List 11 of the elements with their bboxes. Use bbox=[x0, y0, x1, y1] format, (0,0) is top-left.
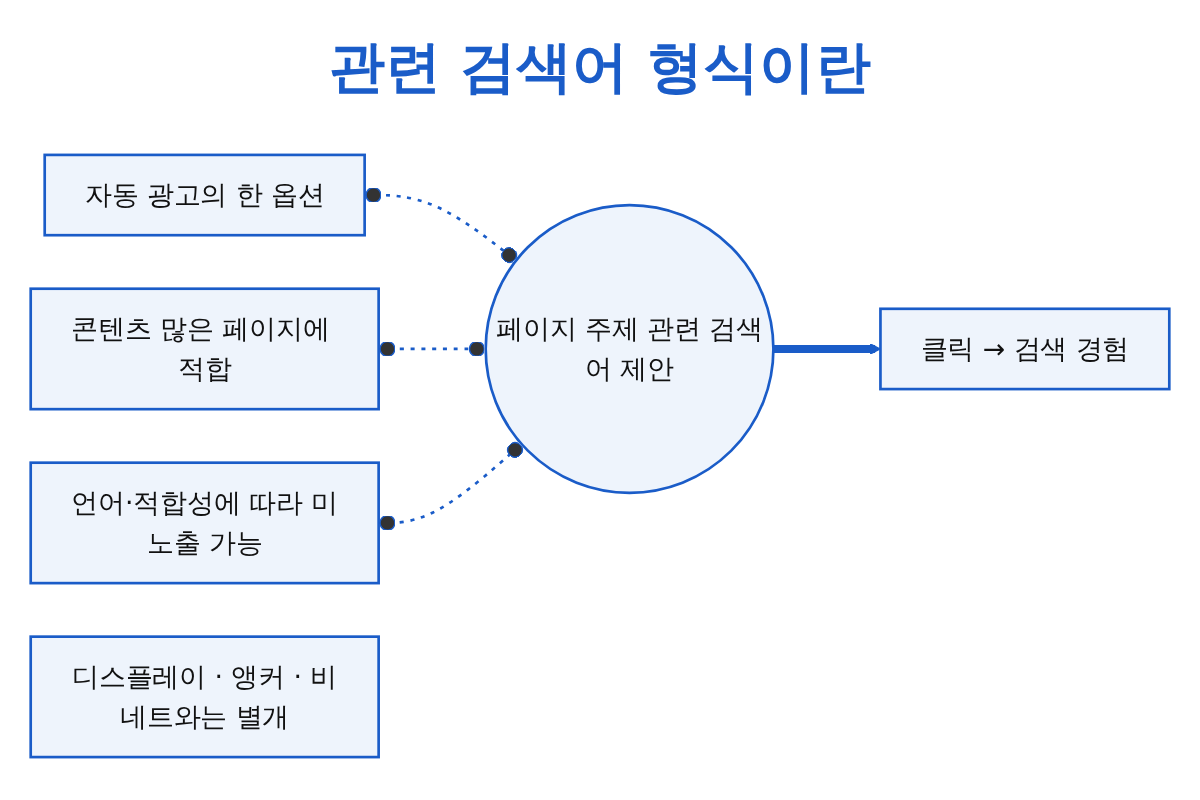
connector bbox=[378, 441, 524, 531]
node-box: 언어·적합성에 따라 미노출 가능 bbox=[29, 461, 380, 585]
connector bbox=[364, 186, 518, 264]
node-box: 디스플레이 · 앵커 · 비네트와는 별개 bbox=[29, 635, 380, 759]
title: 관련 검색어 형식이란 bbox=[327, 33, 873, 101]
connector bbox=[378, 340, 486, 358]
node-circle: 페이지 주제 관련 검색어 제안 bbox=[484, 203, 775, 495]
node-box: 클릭 → 검색 경험 bbox=[879, 307, 1171, 391]
node-box: 자동 광고의 한 옵션 bbox=[43, 153, 366, 237]
node-box: 콘텐츠 많은 페이지에 적합 bbox=[29, 287, 380, 411]
arrow bbox=[773, 343, 881, 355]
